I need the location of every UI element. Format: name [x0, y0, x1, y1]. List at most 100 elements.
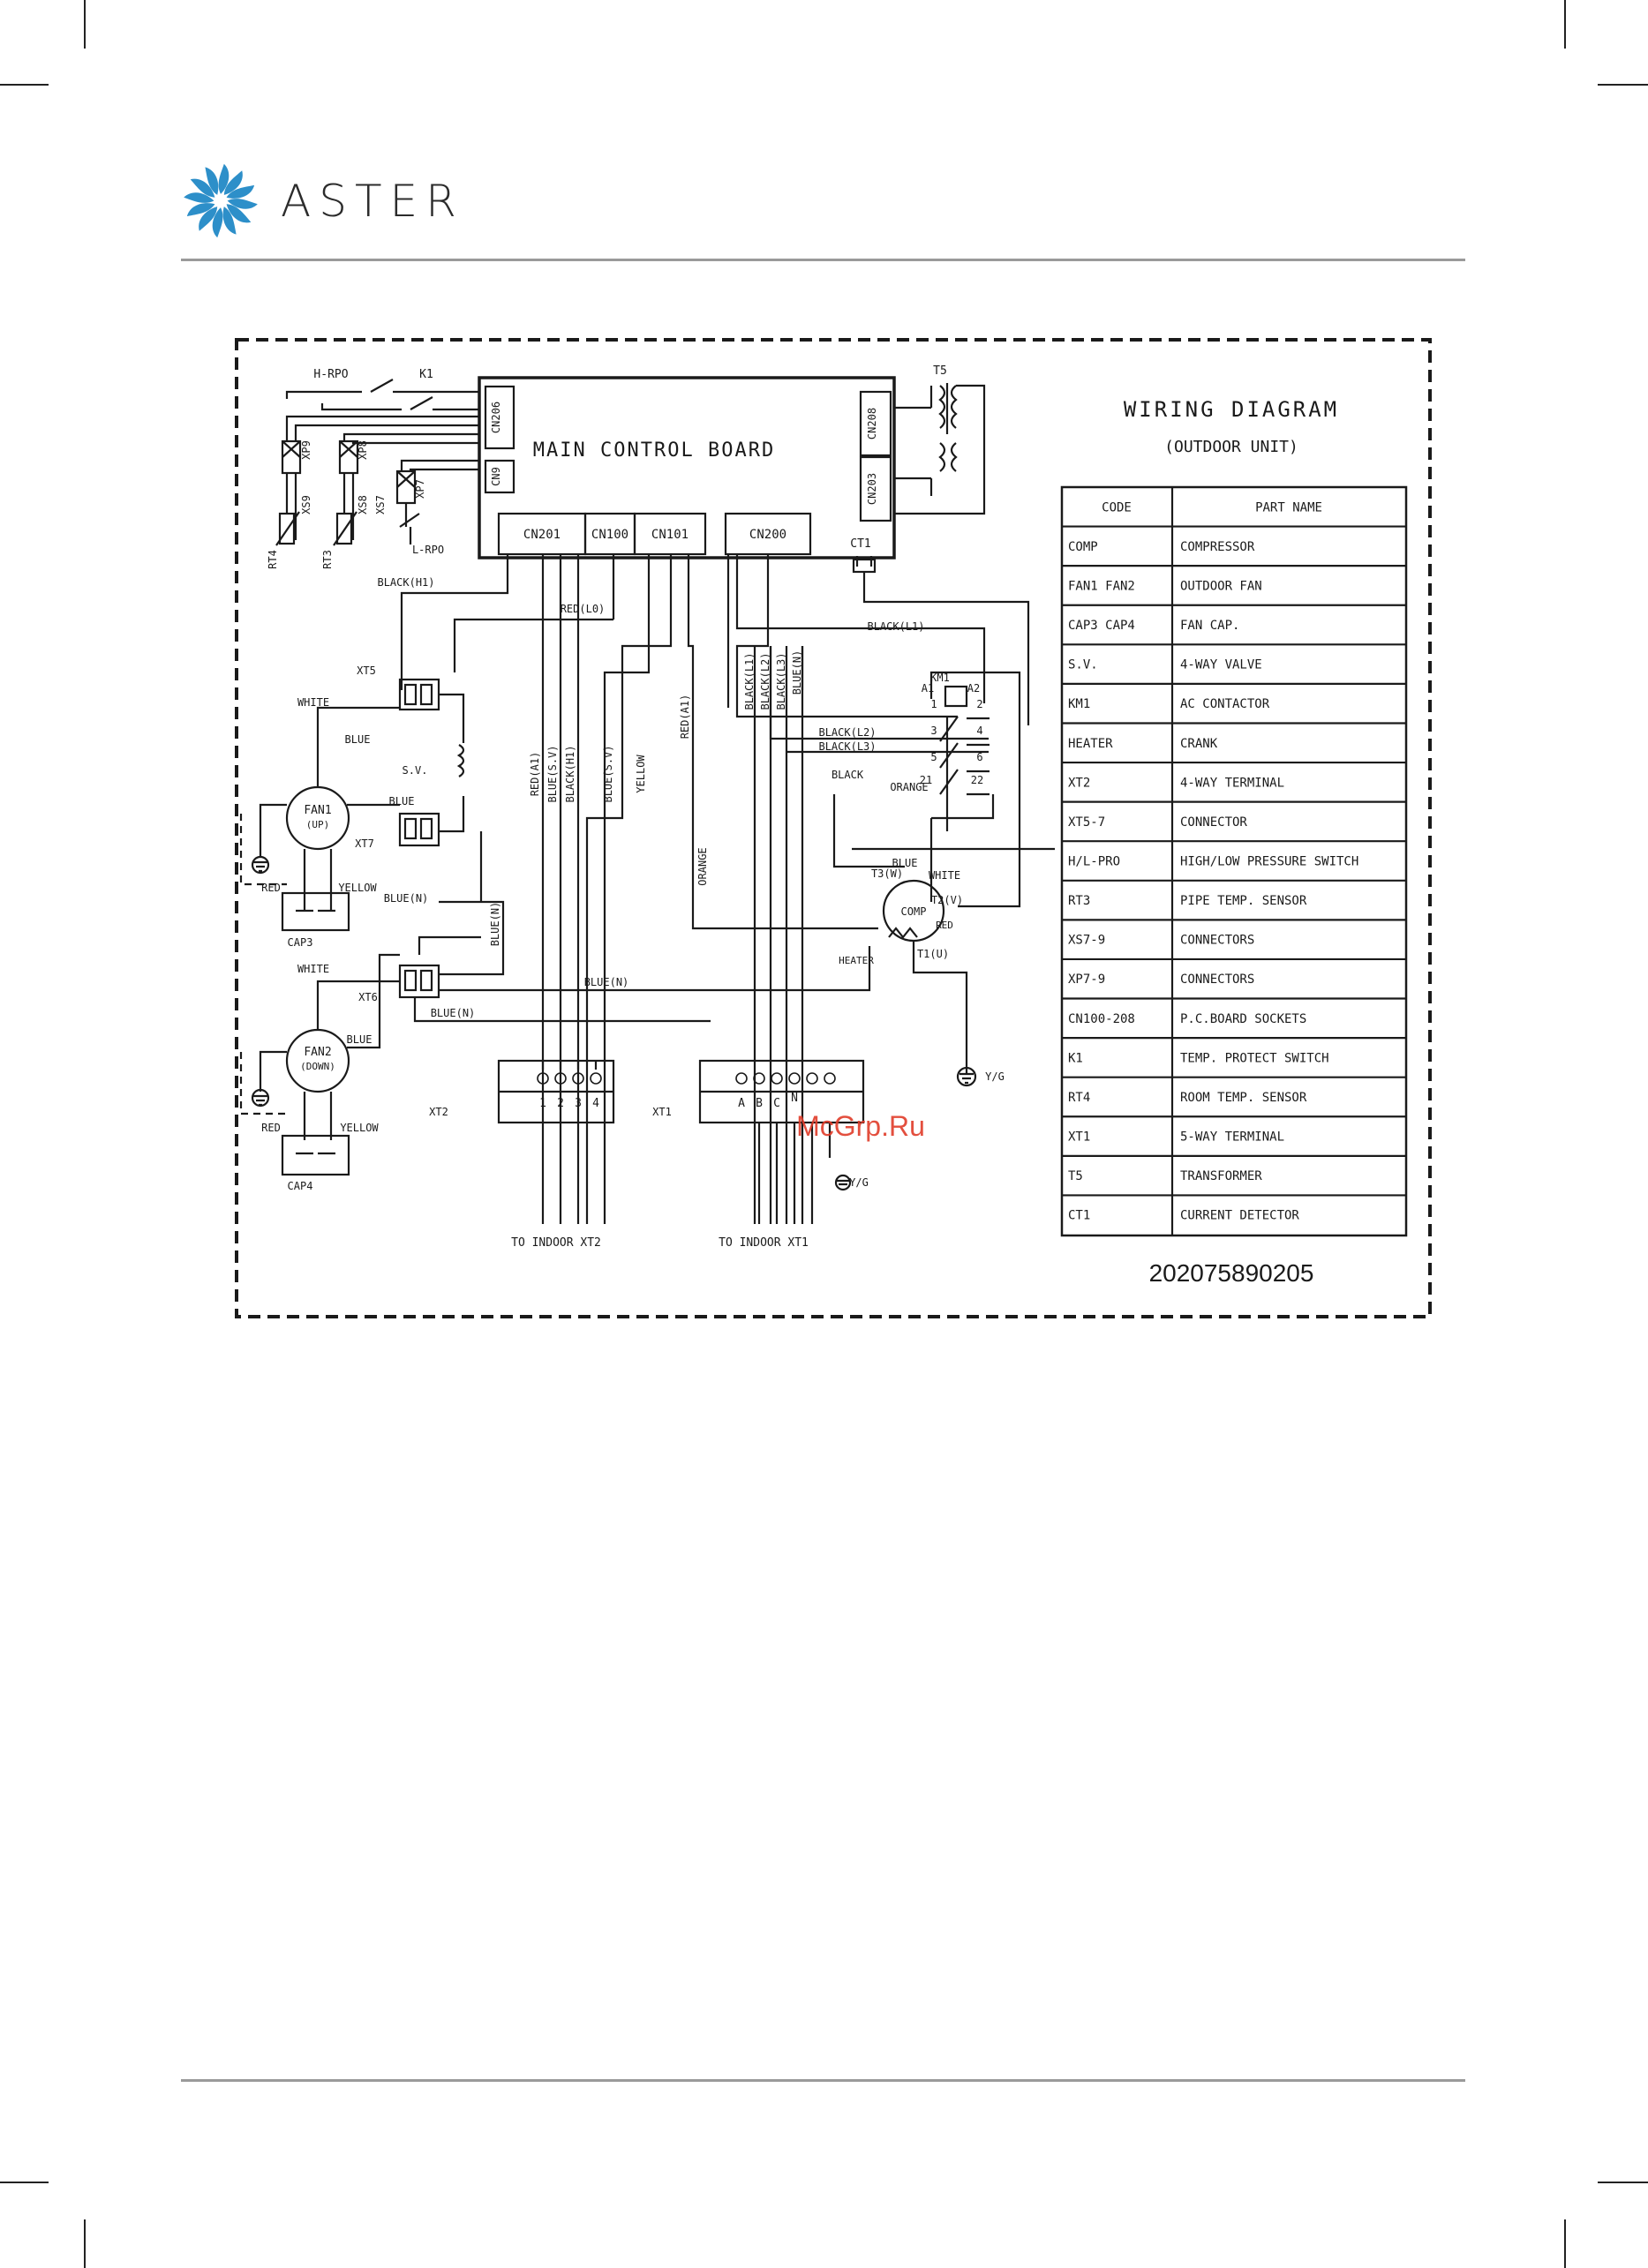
- logo-petal: [226, 204, 252, 223]
- diagram-label-n22: 22: [971, 774, 983, 786]
- parts-table: [1060, 485, 1408, 1237]
- diagram-label-blue-n1: BLUE(N): [384, 892, 429, 905]
- logo-petal: [212, 207, 223, 238]
- diagram-label-a1: A1: [922, 682, 934, 695]
- table-cell-part-name: CONNECTORS: [1180, 934, 1254, 948]
- diagram-label-red3: RED: [936, 920, 953, 931]
- diagram-label-yellow1: YELLOW: [338, 882, 377, 894]
- diagram-label-white3: WHITE: [929, 869, 960, 882]
- table-cell-code: COMP: [1068, 540, 1098, 554]
- diagram-label-xt5: XT5: [357, 665, 376, 677]
- diagram-label-xt1-c: C: [773, 1097, 780, 1110]
- diagram-label-xp9: XP9: [300, 440, 312, 460]
- diagram-label-km1: KM1: [930, 672, 950, 684]
- diagram-label-yellow2: YELLOW: [340, 1122, 379, 1134]
- diagram-label-yg1: Y/G: [985, 1070, 1005, 1083]
- table-cell-code: KM1: [1068, 697, 1090, 711]
- table-cell-part-name: COMPRESSOR: [1180, 540, 1255, 554]
- diagram-label-cn100: CN100: [591, 528, 628, 542]
- diagram-label-cn101: CN101: [651, 528, 689, 542]
- brand-logo: ASTER: [177, 159, 464, 243]
- diagram-label-n1: 1: [930, 698, 937, 710]
- diagram-label-cn201: CN201: [523, 528, 561, 542]
- diagram-label-blue-n2: BLUE(N): [489, 902, 501, 947]
- logo-petal: [190, 178, 215, 198]
- logo-petal: [218, 163, 230, 194]
- table-header-code: CODE: [1102, 500, 1132, 514]
- diagram-frame: [235, 338, 1432, 1318]
- diagram-label-cn200: CN200: [749, 528, 786, 542]
- diagram-label-hrpo: H-RPO: [313, 368, 348, 381]
- diagram-label-xt6: XT6: [358, 991, 378, 1003]
- table-cell-code: HEATER: [1068, 737, 1113, 751]
- diagram-label-black-l3: BLACK(L3): [818, 740, 876, 753]
- table-cell-code: CAP3 CAP4: [1068, 619, 1135, 633]
- table-cell-part-name: TEMP. PROTECT SWITCH: [1180, 1051, 1329, 1065]
- diagram-label-heater: HEATER: [839, 955, 874, 966]
- diagram-label-to-xt2: TO INDOOR XT2: [511, 1236, 601, 1250]
- terminal-screw: [753, 1072, 765, 1085]
- diagram-label-red-a1b: RED(A1): [679, 695, 691, 740]
- terminal-screw: [735, 1072, 748, 1085]
- table-cell-part-name: 4-WAY VALVE: [1180, 658, 1262, 672]
- diagram-label-cap3: CAP3: [288, 936, 313, 949]
- table-cell-code: XP7-9: [1068, 973, 1105, 987]
- diagram-label-blue-n4: BLUE(N): [431, 1007, 476, 1019]
- diagram-label-fan1: FAN1: [304, 804, 331, 817]
- crop-mark: [84, 2219, 86, 2268]
- diagram-label-t2: T2(V): [931, 894, 963, 906]
- diagram-label-red1: RED: [261, 882, 281, 894]
- crop-mark: [0, 2182, 49, 2183]
- diagram-label-xs9: XS9: [300, 495, 312, 514]
- diagram-label-black-l3-v: BLACK(L3): [775, 652, 787, 710]
- crop-mark: [1598, 84, 1648, 86]
- diagram-label-orange-v: ORANGE: [696, 847, 709, 885]
- wiring-diagram: CN206CN9CN201CN100CN101CN200CN208CN203H-…: [235, 338, 1432, 1318]
- diagram-label-black-l1: BLACK(L1): [867, 620, 924, 633]
- diagram-label-orange: ORANGE: [890, 781, 928, 793]
- table-cell-part-name: CURRENT DETECTOR: [1180, 1209, 1299, 1223]
- table-header-part-name: PART NAME: [1255, 500, 1322, 514]
- table-cell-part-name: CONNECTORS: [1180, 973, 1254, 987]
- diagram-label-blue4: BLUE: [892, 857, 918, 869]
- table-cell-code: RT4: [1068, 1091, 1090, 1105]
- logo-petal: [184, 192, 214, 203]
- diagram-label-red2: RED: [261, 1122, 281, 1134]
- diagram-subtitle: (OUTDOOR UNIT): [1164, 438, 1298, 456]
- watermark: McGrp.Ru: [796, 1110, 925, 1142]
- diagram-label-n3: 3: [930, 725, 937, 737]
- table-cell-code: CT1: [1068, 1209, 1090, 1223]
- table-cell-code: FAN1 FAN2: [1068, 579, 1135, 593]
- diagram-label-black-h1: BLACK(H1): [377, 576, 434, 589]
- diagram-label-n4: 4: [976, 725, 982, 737]
- diagram-label-xt2-2: 2: [557, 1097, 564, 1110]
- diagram-label-fan2-sub: (DOWN): [300, 1061, 335, 1072]
- board-label: MAIN CONTROL BOARD: [533, 439, 775, 462]
- diagram-label-t5: T5: [933, 364, 947, 378]
- diagram-label-rt3: RT3: [321, 550, 334, 569]
- diagram-label-comp: COMP: [901, 905, 927, 918]
- diagram-label-xs7: XS7: [374, 495, 387, 514]
- socket-cn203: [859, 455, 892, 522]
- terminal-screw: [572, 1072, 584, 1085]
- diagram-label-k1: K1: [419, 368, 433, 381]
- diagram-label-xp8: XP8: [357, 440, 369, 460]
- diagram-label-n5: 5: [930, 751, 937, 763]
- table-cell-code: XT1: [1068, 1130, 1090, 1145]
- diagram-label-blue-n-v: BLUE(N): [791, 650, 803, 695]
- diagram-label-white2: WHITE: [297, 963, 329, 975]
- diagram-label-cn9: CN9: [490, 467, 502, 486]
- diagram-title: WIRING DIAGRAM: [1124, 397, 1339, 422]
- diagram-label-xt1-a: A: [738, 1097, 745, 1110]
- diagram-label-blue3: BLUE: [347, 1033, 372, 1046]
- diagram-label-n6: 6: [976, 751, 982, 763]
- table-cell-code: S.V.: [1068, 658, 1098, 672]
- diagram-label-xt2-4: 4: [592, 1097, 599, 1110]
- diagram-label-xt7: XT7: [355, 837, 374, 850]
- diagram-label-black: BLACK: [832, 769, 864, 781]
- diagram-label-blue1: BLUE: [345, 733, 371, 746]
- terminal-screw: [824, 1072, 836, 1085]
- logo-petal: [226, 184, 255, 199]
- logo-petal: [186, 203, 215, 217]
- table-cell-code: XS7-9: [1068, 934, 1105, 948]
